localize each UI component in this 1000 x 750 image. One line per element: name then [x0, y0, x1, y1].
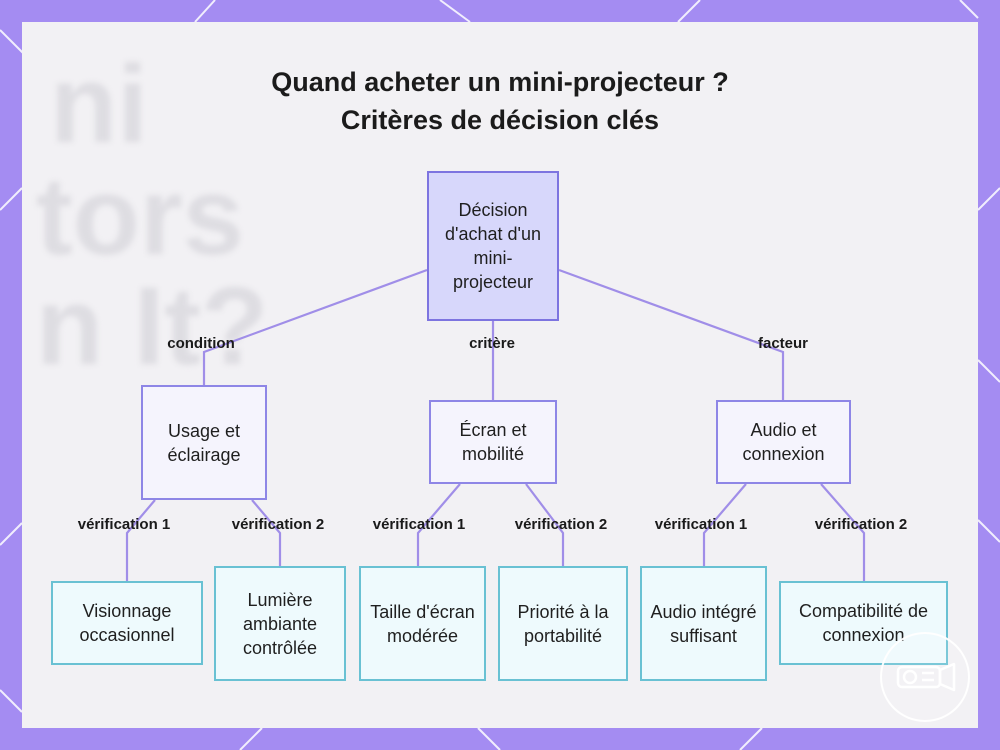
watermark-text-2: tors [36, 155, 244, 278]
edge-label-usage-v2: vérification 2 [231, 516, 325, 533]
leaf-visionnage: Visionnage occasionnel [51, 581, 203, 665]
diagram-title-line2: Critères de décision clés [340, 105, 660, 135]
leaf-lumiere: Lumière ambiante contrôlée [214, 566, 346, 681]
node-audio: Audio et connexion [716, 400, 851, 484]
edge-label-condition: condition [167, 335, 235, 352]
edge-label-ecran-v1: vérification 1 [372, 516, 466, 533]
edge-label-facteur: facteur [757, 335, 809, 352]
edge-label-usage-v1: vérification 1 [77, 516, 171, 533]
edge-label-audio-v1: vérification 1 [654, 516, 748, 533]
leaf-portabilite: Priorité à la portabilité [498, 566, 628, 681]
projector-icon [896, 662, 956, 692]
projector-logo [880, 632, 970, 722]
watermark-text-3: n It? [36, 265, 269, 388]
node-usage: Usage et éclairage [141, 385, 267, 500]
edge-label-ecran-v2: vérification 2 [514, 516, 608, 533]
diagram-title-line1: Quand acheter un mini-projecteur ? [271, 67, 729, 97]
node-ecran: Écran et mobilité [429, 400, 557, 484]
leaf-taille-ecran: Taille d'écran modérée [359, 566, 486, 681]
root-node: Décision d'achat d'un mini-projecteur [427, 171, 559, 321]
leaf-audio-integre: Audio intégré suffisant [640, 566, 767, 681]
edge-label-critere: critère [469, 335, 515, 352]
watermark-text-1: ni [50, 43, 148, 166]
edge-label-audio-v2: vérification 2 [814, 516, 908, 533]
